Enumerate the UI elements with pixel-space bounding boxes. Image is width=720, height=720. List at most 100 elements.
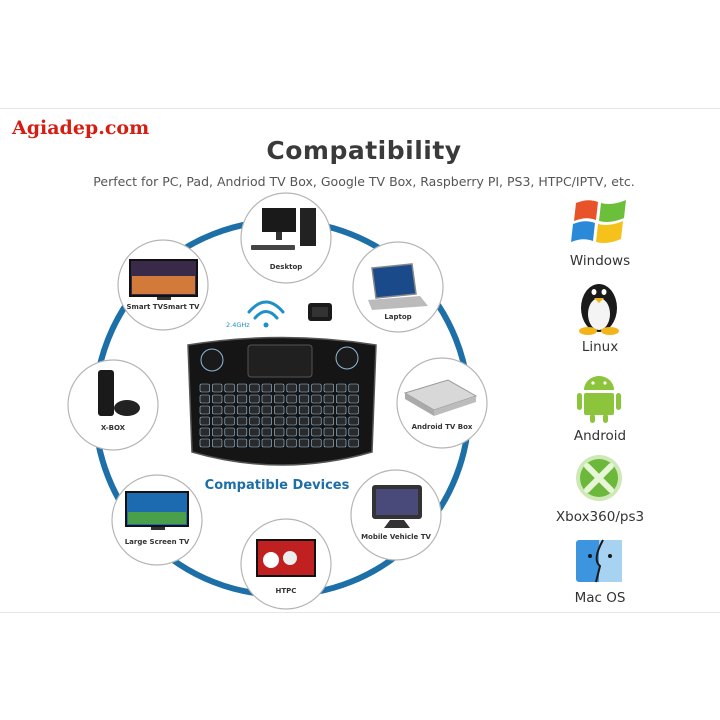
- keyboard-key: [286, 427, 297, 437]
- keyboard-key: [249, 416, 260, 426]
- keyboard-key: [286, 405, 297, 415]
- keyboard-key: [286, 394, 297, 404]
- keyboard-key: [224, 383, 235, 393]
- keyboard-key: [348, 416, 359, 426]
- keyboard-key: [212, 438, 223, 448]
- keyboard-key: [311, 427, 322, 437]
- keyboard-key: [236, 383, 248, 393]
- keyboard-key: [274, 405, 285, 415]
- keyboard-key: [274, 394, 285, 404]
- keyboard-key: [249, 405, 260, 415]
- android-box-label: Android TV Box: [411, 423, 473, 431]
- keyboard-key: [199, 383, 210, 393]
- keyboard-key: [224, 394, 235, 404]
- keyboard-key: [261, 438, 272, 448]
- keyboard-key: [323, 383, 334, 393]
- keyboard-key: [286, 383, 297, 393]
- linux-icon: [579, 284, 619, 335]
- laptop-label: Laptop: [384, 313, 412, 321]
- mac-finder-icon: [576, 539, 622, 583]
- keyboard-key: [336, 416, 347, 426]
- android-box-device: [396, 357, 488, 449]
- keyboard-key: [286, 416, 297, 426]
- keyboard-key: [199, 416, 210, 426]
- xbox-label: X-BOX: [100, 424, 126, 432]
- keyboard-key: [311, 383, 322, 393]
- keyboard-key: [323, 438, 334, 448]
- vehicle-tv-device: [350, 469, 442, 561]
- os-label: Windows: [569, 253, 631, 269]
- keyboard-key: [224, 438, 235, 448]
- keyboard-key: [261, 383, 272, 393]
- large-tv-label: Large Screen TV: [124, 538, 190, 546]
- mini-keyboard: [187, 336, 377, 466]
- monitor-icon: [262, 208, 296, 232]
- keyboard-key: [249, 427, 260, 437]
- keyboard-key: [348, 438, 359, 448]
- htpc-label: HTPC: [275, 587, 297, 595]
- keyboard-key: [336, 438, 347, 448]
- keyboard-key: [336, 405, 347, 415]
- laptop-device: [352, 241, 444, 333]
- keyboard-key: [298, 405, 310, 415]
- keyboard-key: [336, 427, 347, 437]
- desktop-label: Desktop: [269, 263, 303, 271]
- keyboard-key: [212, 416, 223, 426]
- keyboard-key: [236, 394, 248, 404]
- keyboard-key: [336, 394, 347, 404]
- keyboard-key: [261, 427, 272, 437]
- keyboard-key: [323, 405, 334, 415]
- keyboard-key: [348, 394, 359, 404]
- keyboard-key: [336, 383, 347, 393]
- keyboard-key: [224, 405, 235, 415]
- keyboard-key: [261, 405, 272, 415]
- keyboard-key: [212, 394, 223, 404]
- tower-icon: [300, 208, 316, 246]
- key-grid: [199, 383, 359, 448]
- bottom-border: [0, 612, 720, 613]
- keyboard-key: [199, 438, 210, 448]
- keyboard-key: [274, 383, 285, 393]
- keyboard-key: [236, 416, 248, 426]
- keyboard-key: [286, 438, 297, 448]
- controller-icon: [114, 400, 140, 416]
- keyboard-key: [261, 416, 272, 426]
- xbox-device: [67, 359, 159, 451]
- keyboard-key: [212, 427, 223, 437]
- keyboard-key: [311, 438, 322, 448]
- keyboard-key: [199, 405, 210, 415]
- keyboard-key: [199, 427, 210, 437]
- vehicle-tv-label: Mobile Vehicle TV: [361, 533, 431, 541]
- keyboard-key: [298, 427, 310, 437]
- keyboard-key: [274, 427, 285, 437]
- page-subtitle: Perfect for PC, Pad, Andriod TV Box, Goo…: [93, 174, 635, 189]
- smart-tv-device: [117, 239, 209, 331]
- keyboard-key: [311, 416, 322, 426]
- compatible-devices-caption: Compatible Devices: [204, 478, 350, 493]
- keyboard-small-icon: [251, 245, 295, 250]
- htpc-device: [240, 518, 332, 610]
- usb-dongle-icon: [308, 303, 332, 321]
- touchpad: [247, 344, 313, 378]
- keyboard-key: [236, 405, 248, 415]
- keyboard-key: [212, 405, 223, 415]
- keyboard-key: [323, 394, 334, 404]
- watermark: Agiadep.com: [12, 117, 150, 139]
- keyboard-key: [249, 383, 260, 393]
- keyboard-key: [348, 383, 359, 393]
- keyboard-key: [249, 438, 260, 448]
- keyboard-key: [298, 416, 310, 426]
- keyboard-key: [348, 427, 359, 437]
- keyboard-key: [323, 427, 334, 437]
- keyboard-key: [236, 438, 248, 448]
- keyboard-key: [311, 405, 322, 415]
- keyboard-key: [249, 394, 260, 404]
- keyboard-key: [323, 416, 334, 426]
- laptop-icon: [371, 263, 417, 299]
- os-label: Mac OS: [574, 590, 626, 606]
- desktop-device: [240, 192, 332, 284]
- keyboard-key: [212, 383, 223, 393]
- keyboard-key: [298, 383, 310, 393]
- dpad-left-icon: [200, 348, 224, 372]
